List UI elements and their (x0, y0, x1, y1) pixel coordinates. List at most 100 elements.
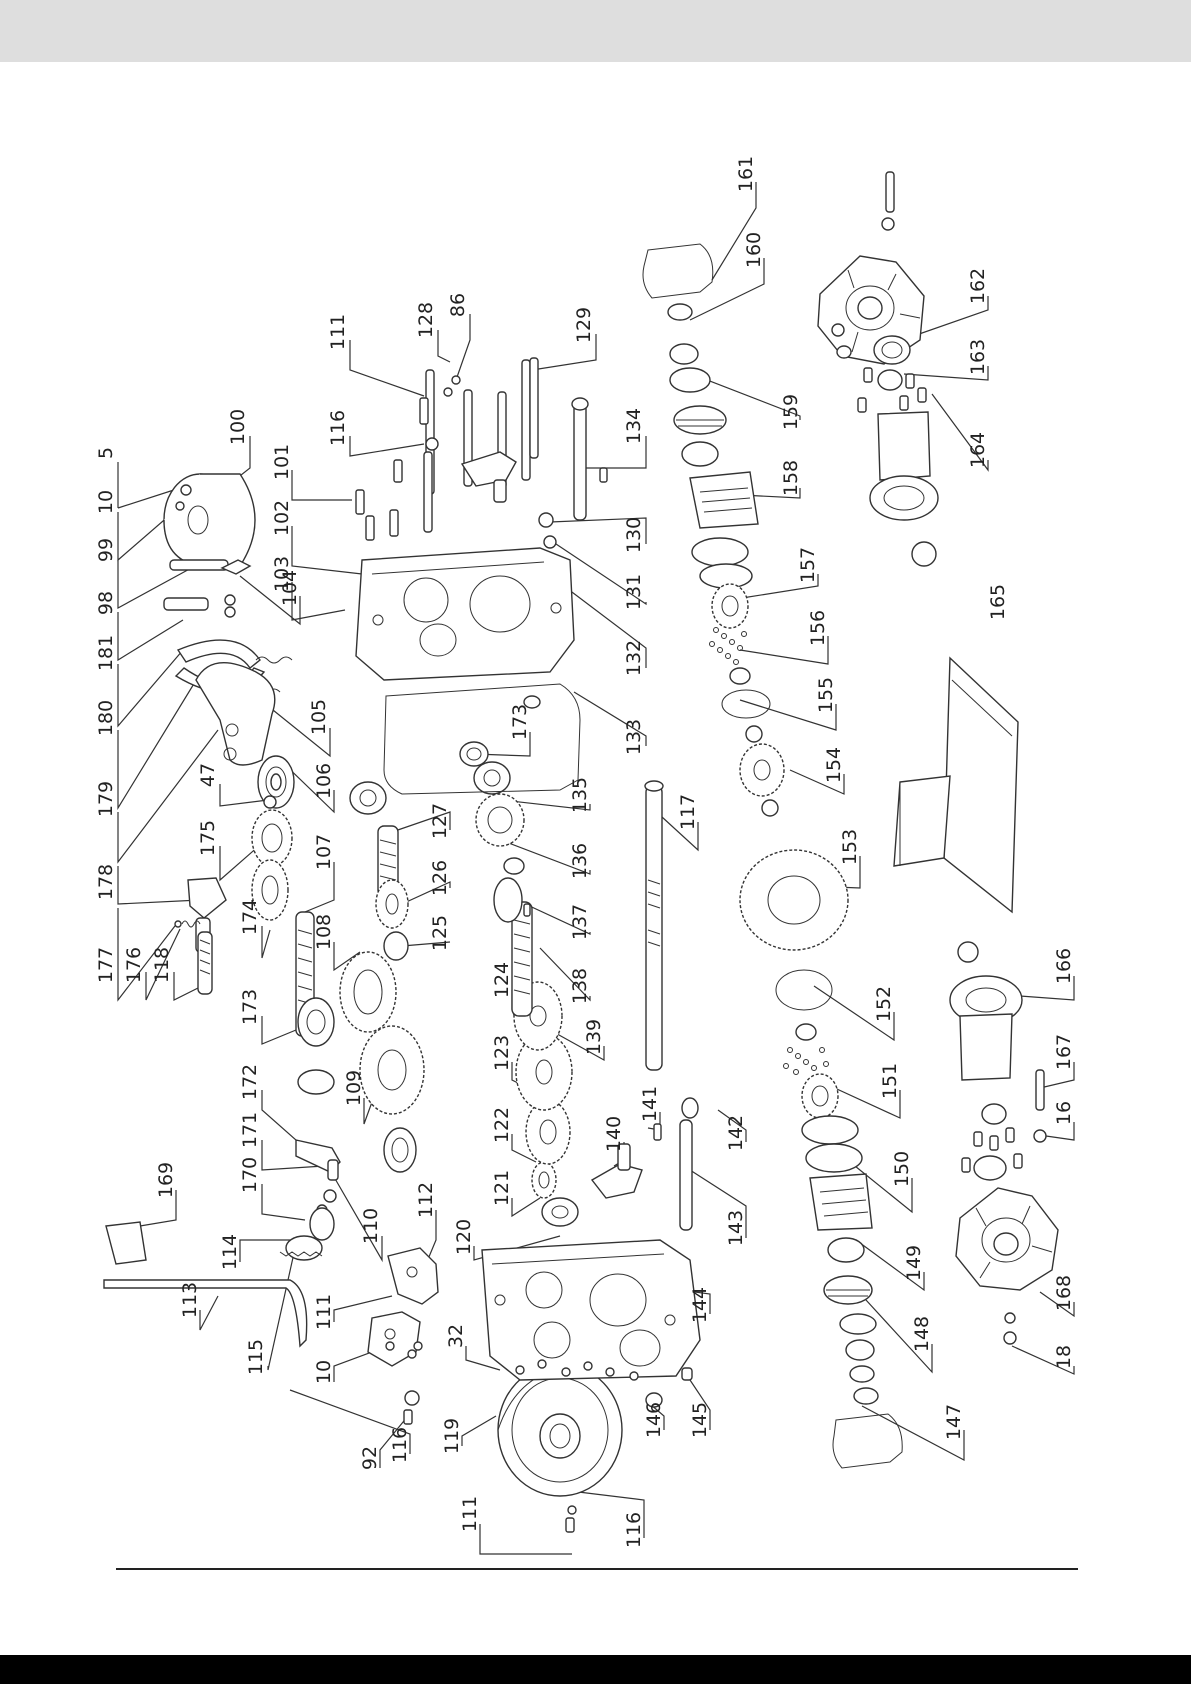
bearing-166b (957, 941, 979, 963)
callout-c100: 100 (227, 409, 249, 445)
ring-159b (669, 367, 711, 393)
o-ring-171 (323, 1189, 337, 1203)
gear-157 (711, 583, 749, 629)
plug-142 (681, 1097, 699, 1119)
bearing-163b (911, 541, 937, 567)
callout-c149: 149 (903, 1245, 925, 1281)
ring-136 (503, 857, 525, 875)
washer-157a (691, 537, 749, 567)
selector-plate-112 (387, 1247, 439, 1305)
callout-c150: 150 (891, 1151, 913, 1187)
clutch-150 (809, 1173, 873, 1231)
callout-c127: 127 (429, 803, 451, 839)
callout-c98: 98 (95, 591, 117, 615)
bearing-120 (541, 1197, 579, 1227)
callout-c138: 138 (569, 968, 591, 1004)
callout-c168: 168 (1053, 1275, 1075, 1311)
seal-146 (645, 1392, 663, 1408)
footer-rule (116, 1568, 1078, 1570)
callout-c134: 134 (623, 408, 645, 444)
callout-c111c: 111 (459, 1496, 481, 1532)
callout-c10b: 10 (313, 1360, 335, 1384)
callout-c153: 153 (839, 829, 861, 865)
callout-c118: 118 (151, 947, 173, 983)
callout-c163: 163 (967, 339, 989, 375)
gear-121 (531, 1161, 557, 1199)
callout-c164: 164 (967, 432, 989, 468)
callout-c165: 165 (987, 584, 1009, 620)
bolts-166 (961, 1127, 1023, 1173)
callout-c148: 148 (911, 1316, 933, 1352)
callout-c180: 180 (95, 700, 117, 736)
callout-c130: 130 (623, 517, 645, 553)
balls-156 (709, 627, 747, 665)
axle-housing-top (869, 411, 939, 521)
callout-c178: 178 (95, 864, 117, 900)
bearing-127b (349, 781, 387, 815)
callout-c123: 123 (491, 1035, 513, 1071)
spring-114 (279, 1251, 323, 1257)
shaft-134 (571, 397, 608, 521)
washer-131 (543, 535, 557, 549)
nut-18 (1003, 1331, 1017, 1345)
housing-bolts (355, 357, 539, 541)
gear-126 (375, 879, 409, 929)
callout-c146: 146 (643, 1402, 665, 1438)
callout-c47: 47 (197, 763, 219, 787)
washer-150a (801, 1115, 859, 1145)
callout-c135: 135 (569, 777, 591, 813)
callout-c132: 132 (623, 640, 645, 676)
washer-116c (567, 1505, 577, 1515)
callout-c106: 106 (313, 763, 335, 799)
callout-c169: 169 (155, 1162, 177, 1198)
callout-c145: 145 (689, 1402, 711, 1438)
clutch-158 (689, 471, 759, 529)
bolt-hub (885, 171, 895, 213)
housing-132 (355, 547, 575, 681)
washer-hub (881, 217, 895, 231)
bearing-173a (297, 997, 335, 1095)
callout-c121: 121 (491, 1170, 513, 1206)
callout-c157: 157 (797, 547, 819, 583)
ring-148b (839, 1313, 877, 1335)
callout-c158: 158 (780, 460, 802, 496)
bolt-92 (403, 1409, 413, 1425)
bearing-166c (981, 1103, 1007, 1125)
callout-c141: 141 (639, 1086, 661, 1122)
gasket-161 (642, 243, 714, 299)
callout-c92: 92 (359, 1446, 381, 1470)
washer-hub2 (836, 345, 852, 359)
housing-144 (481, 1239, 701, 1381)
callout-c113: 113 (179, 1282, 201, 1318)
circlip-155 (721, 689, 771, 719)
leader-lines (117, 182, 1075, 1555)
gear-151 (801, 1073, 839, 1119)
bearing-106 (257, 755, 295, 809)
callout-c103: 103 (271, 556, 293, 592)
gasket-147 (832, 1413, 903, 1469)
axle-housing-166 (949, 975, 1023, 1081)
ring-156b (729, 667, 751, 685)
bolt-111c (565, 1517, 575, 1533)
callout-c151: 151 (879, 1063, 901, 1099)
callout-c166: 166 (1053, 948, 1075, 984)
callout-c174: 174 (239, 899, 261, 935)
callout-c160: 160 (743, 232, 765, 268)
ring-159a (669, 343, 699, 365)
washer-150b (805, 1143, 863, 1173)
callout-c116b: 116 (389, 1427, 411, 1463)
callout-c156: 156 (807, 610, 829, 646)
callout-c126: 126 (429, 860, 451, 896)
callout-c117: 117 (677, 794, 699, 830)
callout-c161: 161 (735, 156, 757, 192)
brake-plate-179 (195, 662, 276, 766)
grip-169 (105, 1221, 147, 1265)
footer-band (0, 1655, 1191, 1684)
bushing-125 (383, 931, 409, 961)
washer-157b (699, 563, 753, 589)
callout-c171: 171 (239, 1112, 261, 1148)
bearing-163 (877, 369, 903, 391)
callout-c109: 109 (343, 1070, 365, 1106)
